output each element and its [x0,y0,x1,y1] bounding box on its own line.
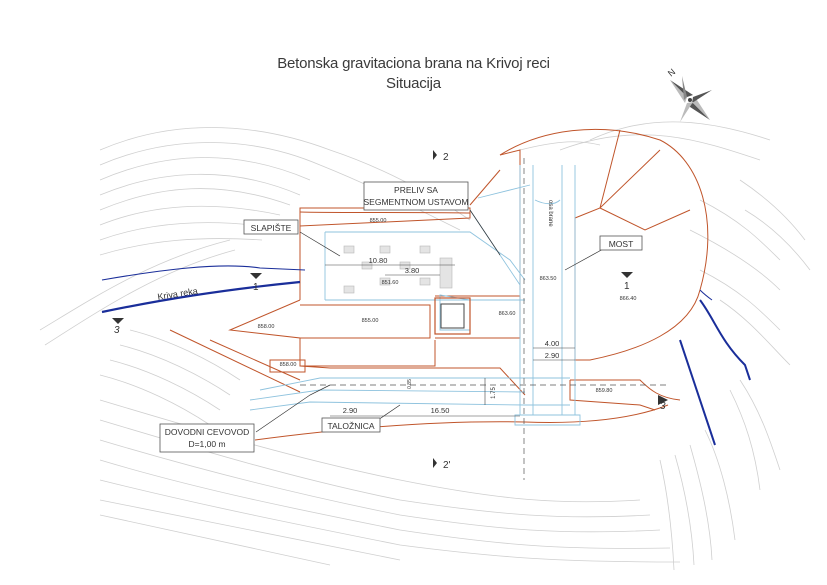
gate-house [434,297,471,335]
north-arrow-icon: N [666,67,712,122]
elevation-851-60: 851.60 [382,280,399,286]
dimension-16-50: 16.50 [431,406,450,415]
talozica-callout-box [321,417,381,433]
dimension-1-75: 1.75 [491,387,497,399]
elevation-858-b: 858.00 [280,362,297,368]
stilling-basin-blocks [343,245,453,294]
section-1-left-label: 1 [253,282,259,293]
section-2-top-marker [433,150,437,160]
preliv-callout-box [363,181,469,211]
dimension-2-90-right: 2.90 [545,351,560,360]
dam-body-lines [249,165,581,426]
section-1-left-marker [250,273,262,279]
section-2-bottom-marker [433,458,437,468]
dimension-4-00: 4.00 [545,339,560,348]
elevation-863-50: 863.50 [540,276,557,282]
section-3-right-label: 3 [660,401,666,412]
section-3-left-marker [112,318,124,324]
elevation-866-40: 866.40 [620,296,637,302]
section-1-right-marker [621,272,633,278]
north-label: N [666,67,677,79]
preliv-label-line1: PRELIV SA [394,185,438,195]
elevation-863-60: 863.60 [499,311,516,317]
most-label: MOST [609,239,634,249]
dimension-lines [325,264,575,417]
section-1-right-label: 1 [624,281,630,292]
preliv-label-line2: SEGMENTNOM USTAVOM [364,197,469,207]
dimension-3-80: 3.80 [405,266,420,275]
dam-axis-label: osa brane [547,200,553,227]
dimension-0-85: 0.85 [407,379,413,389]
elevation-855-top: 855.00 [370,218,387,224]
slapiste-callout-box [243,219,299,235]
elevation-855-mid: 855.00 [362,318,379,324]
section-3-right-marker [658,395,668,405]
river-label: Kriva reka [157,286,199,302]
dimension-2-90-bottom: 2.90 [343,406,358,415]
most-callout-box [599,235,643,251]
section-2-bottom-label: 2' [443,460,451,471]
dimension-10-80: 10.80 [369,256,388,265]
slapiste-label: SLAPIŠTE [251,223,292,233]
elevation-859-80: 859.80 [596,388,613,394]
drawing-title: Betonska gravitaciona brana na Krivoj re… [277,55,550,72]
section-markers [112,150,668,468]
section-3-left-label: 3 [114,325,120,336]
dovodni-callout-box [159,423,255,453]
drawing-subtitle: Situacija [386,75,441,92]
section-2-top-label: 2 [443,152,449,163]
river-kriva-reka [101,265,751,446]
dovodni-label-line2: D=1,00 m [188,439,225,449]
talozica-label: TALOŽNICA [327,421,374,431]
elevation-858-00: 858.00 [258,324,275,330]
dovodni-label-line1: DOVODNI CEVOVOD [165,427,250,437]
